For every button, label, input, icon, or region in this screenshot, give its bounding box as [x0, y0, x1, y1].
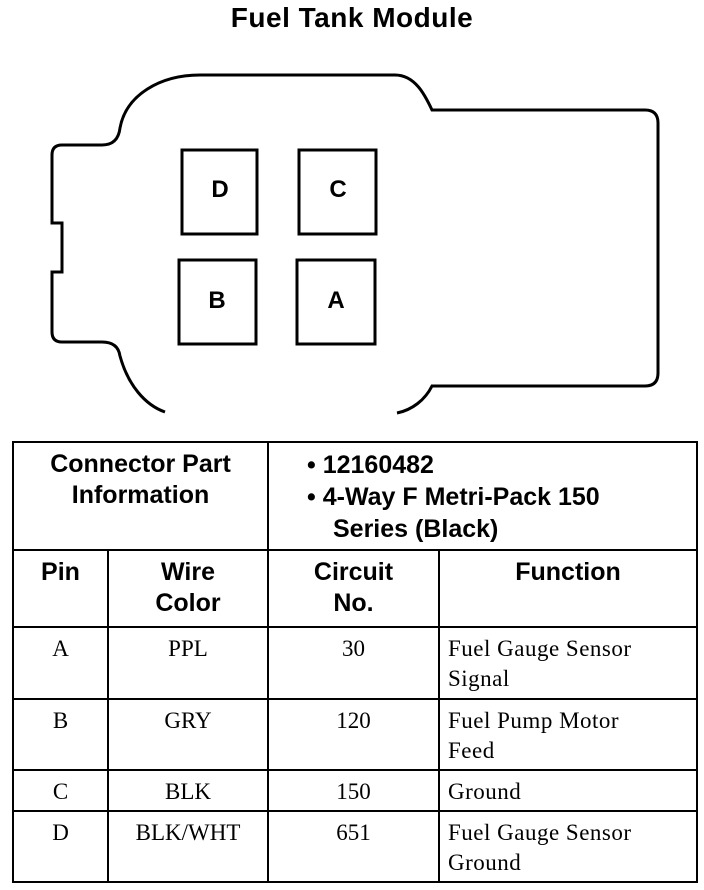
part-info-values: • 12160482 • 4-Way F Metri-Pack 150 Seri…	[267, 441, 698, 551]
part-info-label-line1: Connector Part	[50, 450, 231, 478]
part-number-line: • 12160482	[307, 449, 696, 481]
cell-function: Fuel Gauge Sensor Ground	[438, 810, 698, 883]
part-description-line1: 4-Way F Metri-Pack 150	[322, 483, 600, 511]
connector-info-table: Connector Part Information • 12160482 • …	[12, 441, 698, 883]
table-row: D BLK/WHT 651 Fuel Gauge Sensor Ground	[12, 810, 698, 883]
cell-function-line1: Fuel Gauge Sensor	[448, 636, 632, 661]
col-header-wire-color: Wire Color	[107, 549, 269, 628]
cell-circuit: 30	[267, 626, 440, 700]
cell-function: Fuel Gauge Sensor Signal	[438, 626, 698, 700]
cell-circuit: 651	[267, 810, 440, 883]
table-row: B GRY 120 Fuel Pump Motor Feed	[12, 698, 698, 771]
part-info-label-line2: Information	[71, 481, 210, 509]
cell-circuit: 120	[267, 698, 440, 771]
cell-pin: C	[12, 769, 109, 812]
cell-function-line2: Ground	[448, 850, 522, 875]
column-header-row: Pin Wire Color Circuit No. Function	[12, 549, 698, 628]
table-row: C BLK 150 Ground	[12, 769, 698, 812]
connector-outline	[50, 73, 660, 415]
page-title: Fuel Tank Module	[230, 2, 474, 33]
cell-pin: D	[12, 810, 109, 883]
cell-function-line1: Fuel Gauge Sensor	[448, 820, 632, 845]
cell-function-line2: Signal	[448, 666, 510, 691]
pin-cavity-a	[295, 258, 377, 346]
part-description-line2: Series (Black)	[333, 515, 499, 543]
part-info-label: Connector Part Information	[12, 441, 269, 551]
part-description-line: • 4-Way F Metri-Pack 150	[307, 481, 696, 513]
col-header-circuit: Circuit No.	[267, 549, 440, 628]
connector-face-diagram	[50, 73, 660, 415]
cell-wire-color: BLK	[107, 769, 269, 812]
cell-wire-color: GRY	[107, 698, 269, 771]
col-header-wire-text2: Color	[155, 589, 221, 617]
col-header-pin: Pin	[12, 549, 109, 628]
col-header-circuit-text1: Circuit	[313, 558, 394, 586]
part-number: 12160482	[322, 451, 434, 479]
cell-function: Ground	[438, 769, 698, 812]
pin-label-a: A	[327, 287, 345, 314]
col-header-circuit-text2: No.	[333, 589, 374, 617]
cell-function-line1: Ground	[448, 779, 522, 804]
pin-cavity-c	[297, 148, 378, 236]
pin-label-c: C	[329, 176, 347, 203]
col-header-pin-text: Pin	[41, 558, 80, 586]
bullet-icon: •	[307, 483, 316, 511]
cell-function-line2: Feed	[448, 738, 495, 763]
bullet-icon: •	[307, 451, 316, 479]
cell-circuit: 150	[267, 769, 440, 812]
cell-function: Fuel Pump Motor Feed	[438, 698, 698, 771]
cell-wire-color: BLK/WHT	[107, 810, 269, 883]
col-header-function-text: Function	[515, 558, 621, 586]
cell-wire-color: PPL	[107, 626, 269, 700]
cell-function-line1: Fuel Pump Motor	[448, 708, 620, 733]
col-header-wire-text1: Wire	[161, 558, 215, 586]
pin-label-d: D	[211, 176, 229, 203]
cell-pin: B	[12, 698, 109, 771]
part-info-row: Connector Part Information • 12160482 • …	[12, 441, 698, 551]
col-header-function: Function	[438, 549, 698, 628]
pin-label-b: B	[208, 287, 226, 314]
cell-pin: A	[12, 626, 109, 700]
pin-cavity-b	[177, 258, 258, 346]
table-row: A PPL 30 Fuel Gauge Sensor Signal	[12, 626, 698, 700]
pin-cavity-d	[180, 148, 259, 236]
